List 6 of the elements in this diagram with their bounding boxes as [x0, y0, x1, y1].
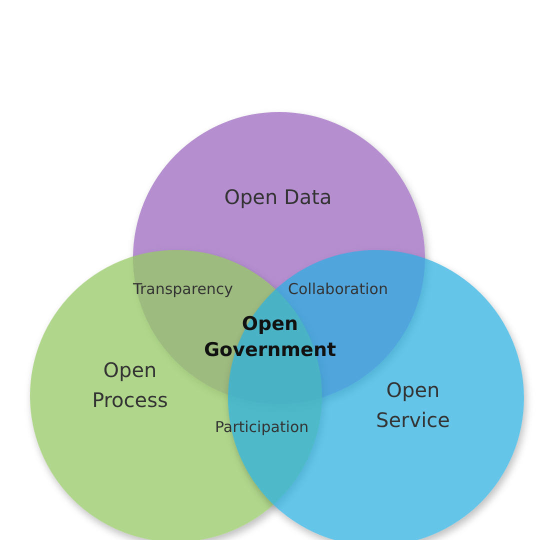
circle-label: Open Data — [223, 184, 333, 211]
center-label: Open Government — [202, 312, 338, 363]
circle-label: Open Service — [375, 377, 451, 434]
circle-label: Open Process — [91, 357, 169, 414]
overlap-label: Collaboration — [288, 280, 388, 298]
overlap-label: Transparency — [133, 280, 234, 298]
